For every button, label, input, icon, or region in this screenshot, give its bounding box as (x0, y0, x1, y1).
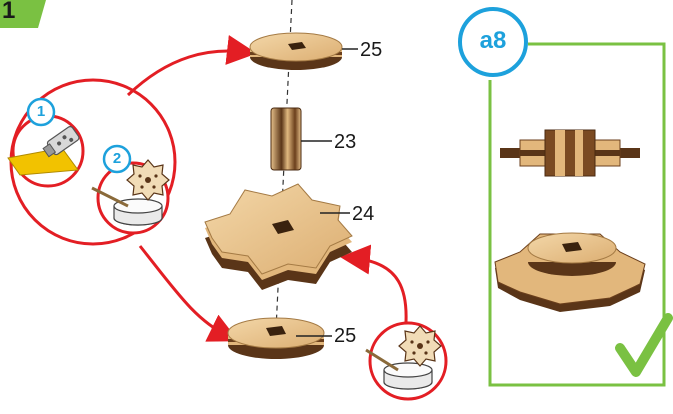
sub-step-2-number: 2 (112, 150, 122, 167)
result-panel (458, 7, 673, 387)
gear-part (204, 183, 353, 290)
part-label-disk-bottom: 25 (334, 325, 357, 347)
sub-step-1-badge (26, 97, 56, 127)
glue-instruction-group (7, 78, 177, 246)
assembled-part-side-view (500, 129, 640, 177)
glue-pot-reminder (365, 321, 448, 401)
arrow-to-bottom-disk (138, 245, 239, 342)
sub-step-2-badge (102, 144, 132, 174)
arrow-to-top-disk (126, 35, 257, 97)
part-label-gear: 24 (352, 203, 375, 225)
spacer-part (270, 107, 332, 171)
green-checkmark-icon (615, 313, 673, 377)
result-panel-badge (458, 7, 528, 77)
disk-bottom-part (227, 317, 332, 359)
sub-step-1-number: 1 (36, 103, 46, 120)
result-panel-label: a8 (479, 27, 507, 54)
step-number: 1 (2, 0, 16, 24)
step-tag (0, 0, 46, 28)
part-label-spacer: 23 (334, 131, 357, 153)
glue-pot-with-brush-icon (398, 325, 442, 367)
disk-top-part (249, 32, 358, 70)
glue-tube-icon (7, 125, 80, 176)
arrow-to-gear (340, 244, 408, 336)
glue-pot-with-brush-icon (91, 159, 170, 226)
part-label-disk-top: 25 (360, 39, 383, 61)
assembled-part-perspective-view (494, 232, 646, 312)
